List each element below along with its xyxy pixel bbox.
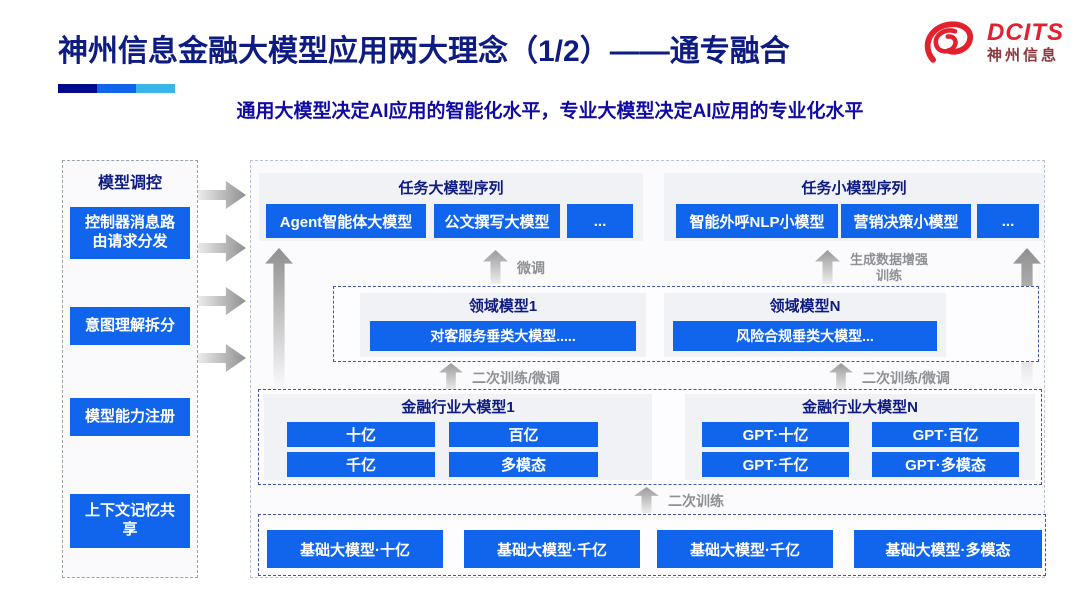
dcits-swirl-icon: [924, 21, 974, 63]
right-arrow-icon: [198, 344, 246, 372]
right-arrow-icon: [198, 234, 246, 262]
up-arrow-icon: [815, 250, 840, 284]
industry-model-n-panel: 金融行业大模型N GPT·十亿 GPT·百亿 GPT·千亿 GPT·多模态: [685, 394, 1035, 480]
model-box-risk-compliance: 风险合规垂类大模型...: [673, 321, 937, 351]
model-box-gpt-1b: GPT·十亿: [702, 422, 849, 447]
panel-title: 任务小模型序列: [801, 180, 907, 197]
up-arrow-icon: [634, 487, 659, 513]
page-title: 神州信息金融大模型应用两大理念（1/2）——通专融合: [58, 35, 790, 68]
sidebar-item-register: 模型能力注册: [70, 398, 190, 436]
panel-title: 任务大模型序列: [398, 180, 504, 197]
model-box-gpt-100b: GPT·千亿: [702, 452, 849, 477]
model-box-foundation-100b: 基础大模型·千亿: [464, 530, 640, 568]
sidebar-item-context: 上下文记忆共享: [70, 494, 190, 548]
logo-brand: DCITS: [987, 19, 1064, 47]
industry-model-1-panel: 金融行业大模型1 十亿 百亿 千亿 多模态: [264, 394, 652, 480]
model-box-1b: 十亿: [287, 422, 435, 447]
arrow-label-finetune: 微调: [517, 260, 545, 276]
panel-title: 领域模型1: [468, 298, 538, 315]
panel-title: 领域模型N: [769, 298, 841, 315]
arrow-label-gendata: 生成数据增强训练: [849, 252, 928, 284]
model-box-10b: 百亿: [449, 422, 598, 447]
domain-model-1-panel: 领域模型1 对客服务垂类大模型.....: [360, 293, 646, 357]
arrow-label-retrain-bottom: 二次训练: [668, 493, 724, 509]
task-large-model-panel: 任务大模型序列 Agent智能体大模型 公文撰写大模型 ...: [259, 173, 643, 241]
model-box-100b: 千亿: [287, 452, 435, 477]
foundation-models-group: 基础大模型·十亿 基础大模型·千亿 基础大模型·千亿 基础大模型·多模态: [258, 514, 1046, 576]
underline-segment: [97, 84, 136, 93]
model-stack-container: 任务大模型序列 Agent智能体大模型 公文撰写大模型 ... 任务小模型序列 …: [250, 160, 1046, 578]
right-arrow-icon: [198, 181, 246, 209]
model-box-document: 公文撰写大模型: [434, 204, 560, 238]
title-underline: [58, 84, 175, 93]
company-logo: DCITS 神州信息: [921, 18, 1064, 66]
model-box-foundation-100b: 基础大模型·千亿: [657, 530, 833, 568]
up-arrow-icon: [483, 250, 508, 284]
underline-segment: [136, 84, 175, 93]
underline-segment: [58, 84, 97, 93]
model-box-outbound-nlp: 智能外呼NLP小模型: [676, 204, 838, 238]
model-box-agent: Agent智能体大模型: [266, 204, 426, 238]
right-arrow-icon: [198, 287, 246, 315]
arrow-label-retrain-right: 二次训练/微调: [862, 370, 950, 386]
model-control-sidebar: 模型调控 控制器消息路由请求分发 意图理解拆分 模型能力注册 上下文记忆共享: [62, 160, 198, 578]
up-arrow-icon: [265, 248, 293, 390]
model-box-marketing: 营销决策小模型: [841, 204, 971, 238]
model-box-multimodal: 多模态: [449, 452, 598, 477]
subtitle: 通用大模型决定AI应用的智能化水平，专业大模型决定AI应用的专业化水平: [236, 101, 864, 122]
model-box-foundation-1b: 基础大模型·十亿: [267, 530, 443, 568]
model-box-gpt-multimodal: GPT·多模态: [872, 452, 1019, 477]
up-arrow-icon: [439, 363, 463, 391]
model-box-more: ...: [977, 204, 1039, 238]
model-box-gpt-10b: GPT·百亿: [872, 422, 1019, 447]
panel-title: 金融行业大模型1: [401, 399, 515, 416]
up-arrow-icon: [829, 363, 853, 391]
logo-text: DCITS 神州信息: [987, 20, 1064, 64]
model-box-foundation-multimodal: 基础大模型·多模态: [854, 530, 1042, 568]
panel-title: 金融行业大模型N: [802, 399, 918, 416]
logo-brand-cn: 神州信息: [987, 47, 1060, 65]
model-box-customer-service: 对客服务垂类大模型.....: [370, 321, 636, 351]
model-box-more: ...: [567, 204, 633, 238]
industry-models-group: 金融行业大模型1 十亿 百亿 千亿 多模态 金融行业大模型N GPT·十亿 GP…: [258, 389, 1042, 485]
arrow-label-retrain-left: 二次训练/微调: [472, 370, 560, 386]
domain-models-group: 领域模型1 对客服务垂类大模型..... 领域模型N 风险合规垂类大模型...: [333, 286, 1039, 362]
sidebar-item-intent: 意图理解拆分: [70, 307, 190, 345]
task-small-model-panel: 任务小模型序列 智能外呼NLP小模型 营销决策小模型 ...: [664, 173, 1044, 241]
sidebar-item-router: 控制器消息路由请求分发: [70, 207, 190, 259]
domain-model-n-panel: 领域模型N 风险合规垂类大模型...: [664, 293, 946, 357]
sidebar-title: 模型调控: [97, 175, 162, 192]
